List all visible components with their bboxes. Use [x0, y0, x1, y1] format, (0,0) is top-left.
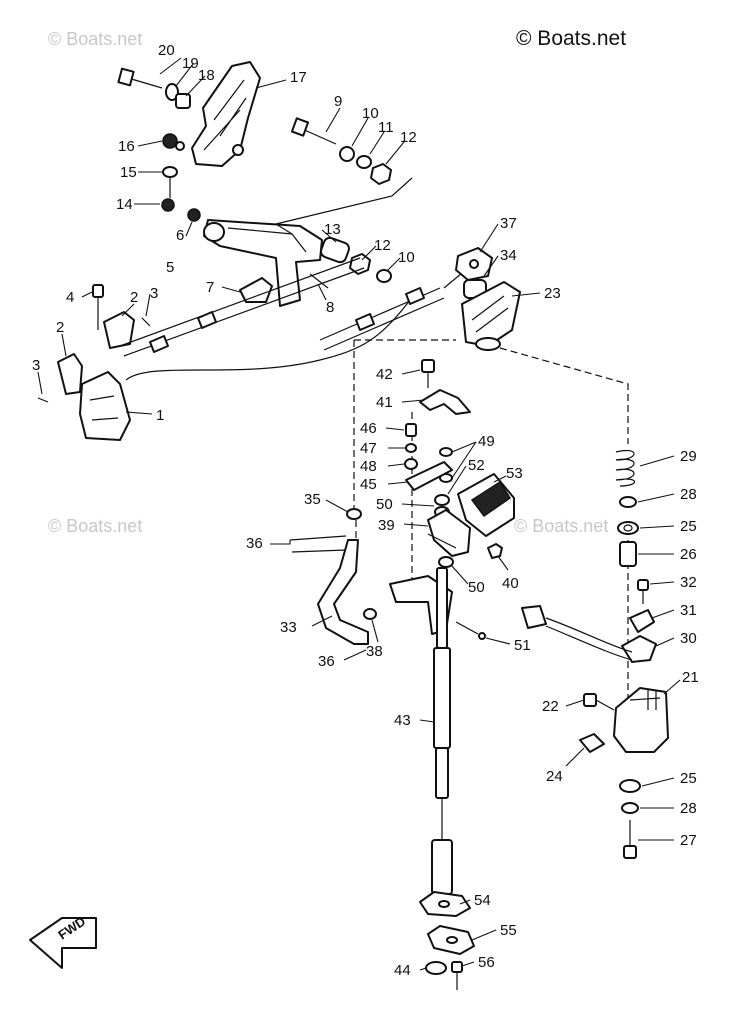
- lever-arm-group: [203, 219, 392, 307]
- upper-bracket-group: [117, 61, 261, 222]
- callout-4: 4: [66, 289, 74, 306]
- callout-10b: 10: [398, 249, 415, 266]
- callout-10a: 10: [362, 105, 379, 122]
- watermark-top-right: © Boats.net: [516, 27, 626, 50]
- callout-31: 31: [680, 602, 697, 619]
- watermark-top-left: © Boats.net: [48, 29, 142, 49]
- leader-lines: [37, 57, 681, 971]
- right-column-group: [521, 450, 669, 859]
- callout-49: 49: [478, 433, 495, 450]
- callout-19: 19: [182, 55, 199, 72]
- callout-39: 39: [378, 517, 395, 534]
- watermark-mid-left: © Boats.net: [48, 516, 142, 536]
- callout-51: 51: [514, 637, 531, 654]
- shift-assembly-group: [289, 359, 515, 990]
- callout-44: 44: [394, 962, 411, 979]
- callout-16: 16: [118, 138, 135, 155]
- callout-23: 23: [544, 285, 561, 302]
- callout-7: 7: [206, 279, 214, 296]
- callout-3b: 3: [32, 357, 40, 374]
- forward-arrow: FWD: [29, 913, 97, 969]
- callout-18: 18: [198, 67, 215, 84]
- callout-36a: 36: [246, 535, 263, 552]
- callout-24: 24: [546, 768, 563, 785]
- callout-3a: 3: [150, 285, 158, 302]
- callout-52: 52: [468, 457, 485, 474]
- callout-37: 37: [500, 215, 517, 232]
- cable-guide-group: [455, 247, 521, 351]
- callout-25b: 25: [680, 770, 697, 787]
- callout-43: 43: [394, 712, 411, 729]
- callout-34: 34: [500, 247, 517, 264]
- callout-50a: 50: [376, 496, 393, 513]
- callout-26: 26: [680, 546, 697, 563]
- callout-46: 46: [360, 420, 377, 437]
- callout-12b: 12: [374, 237, 391, 254]
- callout-6: 6: [176, 227, 184, 244]
- callout-30: 30: [680, 630, 697, 647]
- control-cable-group: [125, 267, 469, 381]
- callout-32: 32: [680, 574, 697, 591]
- callout-55: 55: [500, 922, 517, 939]
- callout-41: 41: [376, 394, 393, 411]
- callout-54: 54: [474, 892, 491, 909]
- callout-45: 45: [360, 476, 377, 493]
- callout-53: 53: [506, 465, 523, 482]
- bolt-set-group: [275, 117, 413, 235]
- callout-50b: 50: [468, 579, 485, 596]
- callout-numbers: 20 19 18 17 9 10 11 12 16 15 14 6 5 13 1…: [32, 42, 699, 979]
- callout-33: 33: [280, 619, 297, 636]
- callout-2a: 2: [130, 289, 138, 306]
- callout-47: 47: [360, 440, 377, 457]
- callout-35: 35: [304, 491, 321, 508]
- callout-20: 20: [158, 42, 175, 59]
- callout-5: 5: [166, 259, 174, 276]
- callout-28a: 28: [680, 486, 697, 503]
- callout-40: 40: [502, 575, 519, 592]
- watermark-mid-right: © Boats.net: [514, 516, 608, 536]
- callout-25a: 25: [680, 518, 697, 535]
- callout-22: 22: [542, 698, 559, 715]
- callout-36b: 36: [318, 653, 335, 670]
- callout-27: 27: [680, 832, 697, 849]
- callout-1: 1: [156, 407, 164, 424]
- callout-11: 11: [378, 119, 394, 136]
- callout-17: 17: [290, 69, 307, 86]
- callout-42: 42: [376, 366, 393, 383]
- callout-9: 9: [334, 93, 342, 110]
- callout-12a: 12: [400, 129, 417, 146]
- callout-14: 14: [116, 196, 133, 213]
- callout-15: 15: [120, 164, 137, 181]
- callout-56: 56: [478, 954, 495, 971]
- callout-8: 8: [326, 299, 334, 316]
- callout-38: 38: [366, 643, 383, 660]
- callout-2b: 2: [56, 319, 64, 336]
- callout-48: 48: [360, 458, 377, 475]
- left-clamp-group: [37, 257, 365, 441]
- callout-21: 21: [682, 669, 699, 686]
- callout-28b: 28: [680, 800, 697, 817]
- callout-13: 13: [324, 221, 341, 238]
- callout-29: 29: [680, 448, 697, 465]
